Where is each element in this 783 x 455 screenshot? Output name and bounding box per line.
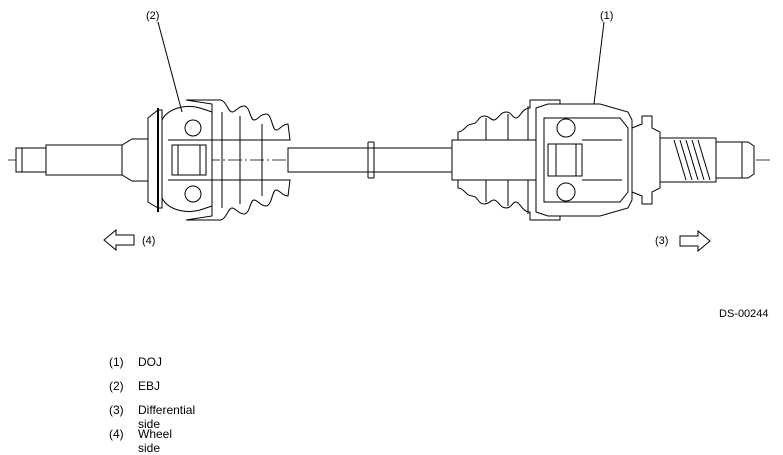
leader-line-1 [593, 21, 605, 105]
legend-text: Wheel side [138, 427, 173, 455]
legend-text: Differential side [138, 403, 196, 431]
leader-line-2 [157, 21, 183, 113]
callout-1: (1) [600, 10, 614, 22]
legend-text: DOJ [138, 355, 162, 369]
callout-3: (3) [655, 235, 669, 247]
legend-number: (1) [109, 355, 124, 369]
legend-number: (2) [109, 379, 124, 393]
figure-code: DS-00244 [719, 308, 769, 320]
main-shaft [287, 141, 469, 179]
legend-number: (3) [109, 403, 124, 417]
doj-housing [535, 103, 633, 217]
callout-2: (2) [146, 10, 160, 22]
legend-number: (4) [109, 427, 124, 441]
legend-text: EBJ [138, 379, 161, 393]
wheel-side-stub-shaft [15, 138, 151, 182]
doj-boot [451, 99, 561, 221]
ebj-housing [147, 106, 213, 212]
callout-4: (4) [142, 235, 156, 247]
differential-side-stub-shaft [631, 115, 755, 205]
wheel-side-arrow-icon [103, 228, 135, 252]
differential-side-arrow-icon [679, 229, 711, 253]
ebj-boot [185, 99, 291, 221]
